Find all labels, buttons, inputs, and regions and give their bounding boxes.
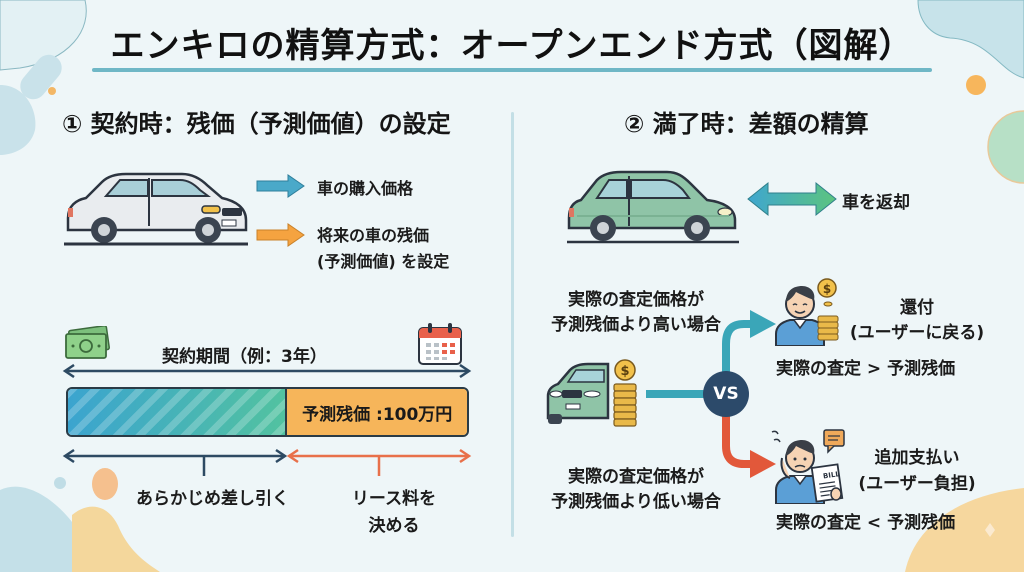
sparkle-icon: [985, 523, 995, 537]
bill-text: BILL: [822, 470, 840, 480]
contract-value-bar: 予測残価 :100万円: [66, 387, 469, 437]
circle-green-right: [987, 110, 1024, 184]
arrow-right-orange-icon: [256, 223, 305, 247]
refund-label-line2: (ユーザーに戻る): [849, 323, 985, 343]
car-with-coins-icon: $: [546, 359, 637, 427]
extra-payment-label-line1: 追加支払い: [874, 448, 960, 468]
title-underline: [92, 68, 932, 72]
arrow-right-blue-icon: [256, 174, 305, 198]
banknote-icon: [65, 326, 110, 359]
higher-condition-line2: 予測残価より高い場合: [551, 315, 721, 335]
section-title-contract: ① 契約時：残価（予測価値）の設定: [62, 110, 451, 138]
blob-bottom-left-blue: [0, 486, 72, 572]
happy-person-coins-icon: $: [775, 278, 839, 346]
svg-text:$: $: [620, 364, 629, 379]
return-car-label: 車を返却: [842, 193, 910, 213]
green-hatchback-icon: [567, 170, 739, 244]
refund-label-line1: 還付: [900, 298, 934, 318]
bottom-split-arrows: [62, 448, 472, 476]
dot-blue-bottom-left: [54, 477, 66, 489]
worried-person-bill-icon: BILL: [771, 429, 845, 504]
higher-condition-line1: 実際の査定価格が: [568, 290, 704, 310]
dot-orange-top-right: [966, 75, 986, 95]
residual-setting-label-line2: (予測価値) を設定: [317, 252, 450, 271]
page-title: エンキロの精算方式：オープンエンド方式（図解）: [110, 26, 914, 66]
residual-segment: 予測残価 :100万円: [287, 389, 467, 435]
extra-payment-label-line2: (ユーザー負担): [858, 474, 976, 494]
lower-condition-line1: 実際の査定価格が: [568, 467, 704, 487]
purchase-price-label: 車の購入価格: [317, 179, 414, 198]
white-sedan-icon: [64, 172, 248, 246]
residual-setting-label-line1: 将来の車の残価: [317, 226, 430, 245]
lease-fee-label-line2: 決める: [368, 516, 420, 536]
lower-formula: 実際の査定 < 予測残価: [776, 513, 956, 533]
deduct-in-advance-label: あらかじめ差し引く: [136, 489, 289, 509]
blob-left: [0, 85, 36, 155]
svg-text:$: $: [823, 282, 831, 296]
section-title-maturity: ② 満了時：差額の精算: [624, 110, 869, 138]
double-arrow-icon: [747, 181, 837, 217]
vs-badge: VS: [703, 371, 749, 417]
vs-label: VS: [713, 384, 739, 404]
higher-formula: 実際の査定 > 予測残価: [776, 359, 956, 379]
lower-condition-line2: 予測残価より低い場合: [551, 492, 721, 512]
lease-fee-label-line1: リース料を: [351, 489, 437, 509]
dot-orange-top-left: [48, 87, 56, 95]
contract-period-label: 契約期間（例：3年）: [162, 347, 327, 367]
period-double-arrow: [62, 364, 472, 378]
column-divider: [511, 112, 514, 537]
blob-yellow-bottom-left: [72, 506, 160, 572]
calendar-icon: [418, 323, 462, 365]
depreciation-segment: [68, 389, 288, 435]
